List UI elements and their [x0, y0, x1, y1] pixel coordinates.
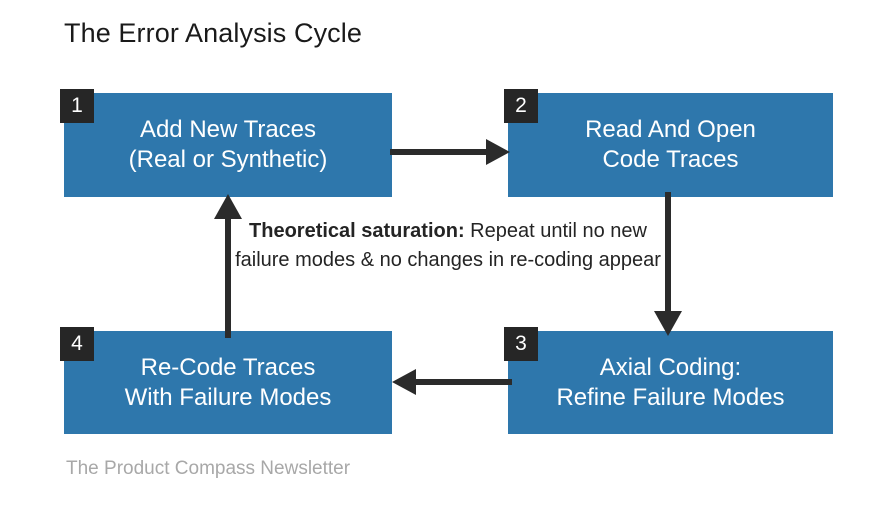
arrow-step4-to-step1-icon [214, 194, 242, 338]
process-node-add-new-traces: Add New Traces (Real or Synthetic) [64, 93, 392, 197]
step-badge-3: 3 [504, 327, 538, 361]
process-node-read-and-open-code-traces: Read And Open Code Traces [508, 93, 833, 197]
node-label: Add New Traces (Real or Synthetic) [128, 116, 328, 173]
annotation-body: Repeat until no new failure modes & no c… [235, 220, 661, 272]
saturation-annotation: Theoretical saturation: Repeat until no … [232, 217, 664, 276]
arrow-step1-to-step2-icon [390, 139, 510, 165]
node-label: Read And Open Code Traces [585, 116, 756, 173]
node-label: Re-Code Traces With Failure Modes [124, 353, 332, 411]
node-label: Axial Coding: Refine Failure Modes [556, 353, 785, 411]
step-badge-4: 4 [60, 327, 94, 361]
page-title: The Error Analysis Cycle [64, 18, 362, 48]
step-badge-2: 2 [504, 89, 538, 123]
process-node-axial-coding: Axial Coding: Refine Failure Modes [508, 331, 833, 434]
footer-attribution: The Product Compass Newsletter [66, 458, 351, 479]
arrow-step2-to-step3-icon [654, 192, 682, 336]
arrow-step3-to-step4-icon [392, 369, 512, 395]
step-badge-1: 1 [60, 89, 94, 123]
annotation-lead: Theoretical saturation: [249, 220, 465, 242]
process-node-re-code-traces: Re-Code Traces With Failure Modes [64, 331, 392, 434]
